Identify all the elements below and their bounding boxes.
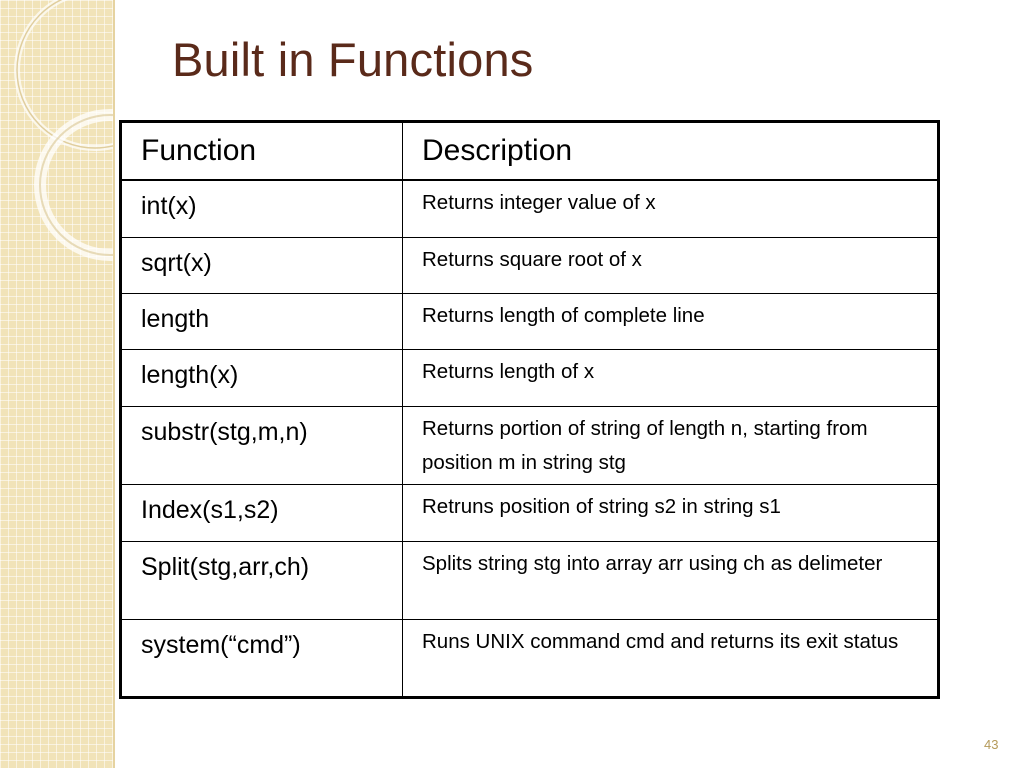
description-cell: Retruns position of string s2 in string … <box>402 483 939 542</box>
table-row: length Returns length of complete line <box>120 292 939 350</box>
function-cell: Index(s1,s2) <box>120 483 403 542</box>
function-cell: Split(stg,arr,ch) <box>120 540 403 620</box>
function-cell: substr(stg,m,n) <box>120 405 403 485</box>
table-row: Index(s1,s2) Retruns position of string … <box>120 483 939 542</box>
description-cell: Runs UNIX command cmd and returns its ex… <box>402 618 939 698</box>
column-header-function: Function <box>120 121 403 181</box>
table-row: Split(stg,arr,ch) Splits string stg into… <box>120 540 939 620</box>
decorative-side-panel <box>0 0 113 768</box>
table-row: system(“cmd”) Runs UNIX command cmd and … <box>120 618 939 698</box>
function-cell: system(“cmd”) <box>120 618 403 698</box>
table-row: sqrt(x) Returns square root of x <box>120 236 939 294</box>
column-header-description: Description <box>402 121 939 181</box>
function-cell: length <box>120 292 403 350</box>
functions-table: Function Description int(x) Returns inte… <box>119 120 940 699</box>
table-row: int(x) Returns integer value of x <box>120 179 939 238</box>
function-cell: sqrt(x) <box>120 236 403 294</box>
table-row: length(x) Returns length of x <box>120 348 939 407</box>
function-cell: int(x) <box>120 179 403 238</box>
table-header-row: Function Description <box>120 121 939 181</box>
description-cell: Splits string stg into array arr using c… <box>402 540 939 620</box>
description-cell: Returns portion of string of length n, s… <box>402 405 939 485</box>
decorative-rings <box>14 0 113 261</box>
slide-title: Built in Functions <box>172 33 534 86</box>
side-panel-edge <box>113 0 115 768</box>
page-number: 43 <box>984 737 999 752</box>
description-cell: Returns square root of x <box>402 236 939 294</box>
table-row: substr(stg,m,n) Returns portion of strin… <box>120 405 939 485</box>
function-cell: length(x) <box>120 348 403 407</box>
description-cell: Returns integer value of x <box>402 179 939 238</box>
description-cell: Returns length of complete line <box>402 292 939 350</box>
description-cell: Returns length of x <box>402 348 939 407</box>
